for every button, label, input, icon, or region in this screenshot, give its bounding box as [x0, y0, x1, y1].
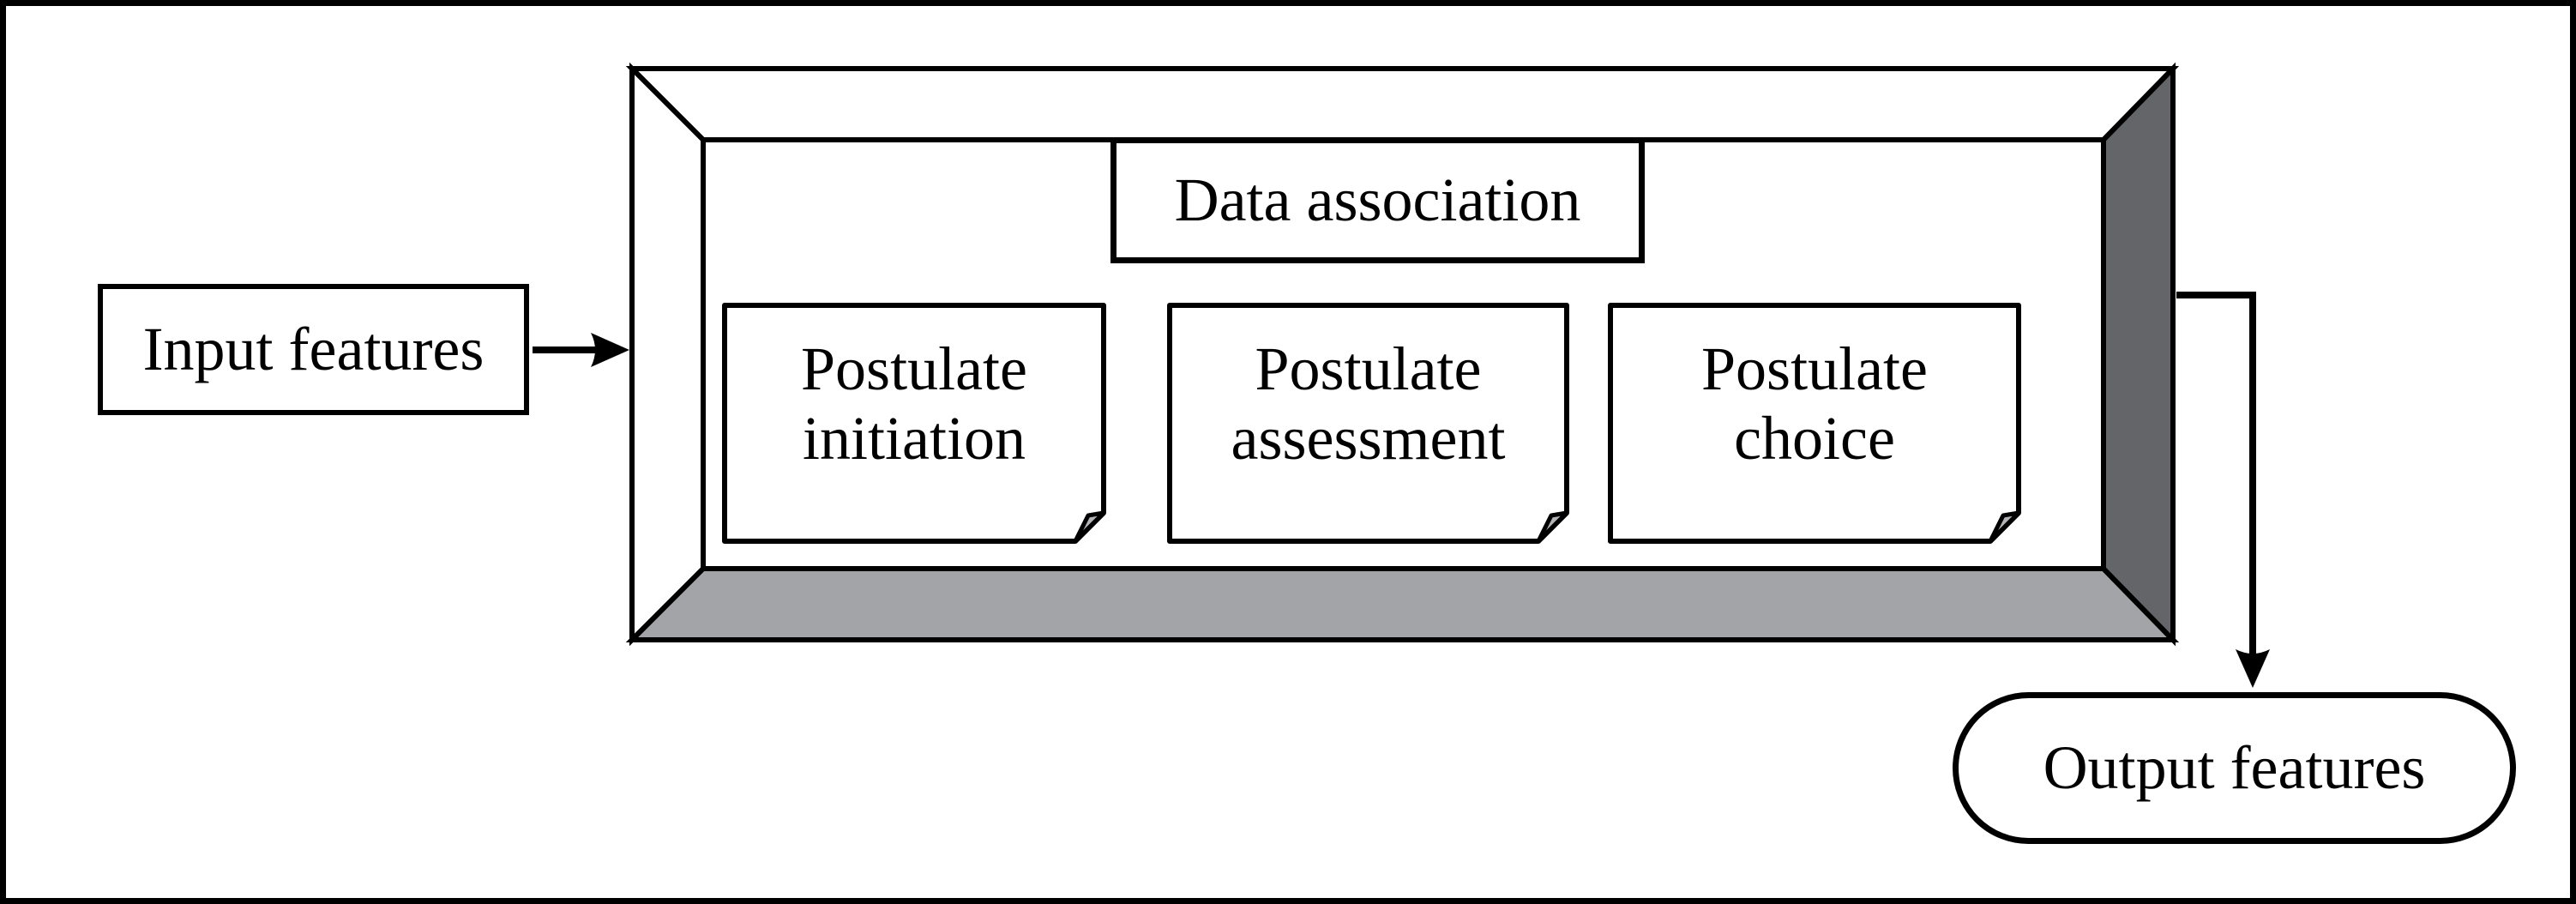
note-fold — [1536, 510, 1569, 544]
data-association-label: Data association — [1174, 166, 1581, 235]
diagram-graphics — [533, 62, 2270, 688]
module-label-line2: initiation — [803, 403, 1026, 473]
output-arrow-head — [2236, 649, 2270, 688]
module-label-line1: Postulate — [1701, 334, 1928, 403]
module-label-line1: Postulate — [801, 334, 1027, 403]
frame-top-face — [625, 66, 2180, 142]
module-postulate-choice: Postulate choice — [1610, 305, 2019, 541]
note-shape-initiation — [722, 303, 1106, 544]
input-features-label: Input features — [142, 315, 485, 384]
input-arrow-head — [591, 333, 629, 367]
frame-bottom-face — [625, 566, 2180, 642]
output-arrow-shaft — [2176, 292, 2256, 656]
note-fold — [1988, 510, 2021, 544]
module-postulate-assessment: Postulate assessment — [1170, 305, 1567, 541]
frame-right-face — [2101, 62, 2176, 647]
output-arrow — [2176, 292, 2270, 688]
input-arrow — [533, 333, 629, 367]
output-features-box: Output features — [1953, 692, 2516, 844]
module-label-line2: assessment — [1231, 403, 1506, 473]
data-association-box: Data association — [1110, 137, 1645, 263]
data-association-frame — [625, 62, 2180, 647]
module-label-line2: choice — [1734, 403, 1895, 473]
note-shape-assessment — [1167, 303, 1569, 544]
note-shape-choice — [1608, 303, 2021, 544]
note-fold — [1073, 510, 1106, 544]
frame-left-face — [629, 62, 706, 647]
module-label-line1: Postulate — [1255, 334, 1482, 403]
input-features-box: Input features — [98, 284, 529, 415]
module-postulate-initiation: Postulate initiation — [725, 305, 1104, 541]
output-features-label: Output features — [2043, 733, 2426, 803]
